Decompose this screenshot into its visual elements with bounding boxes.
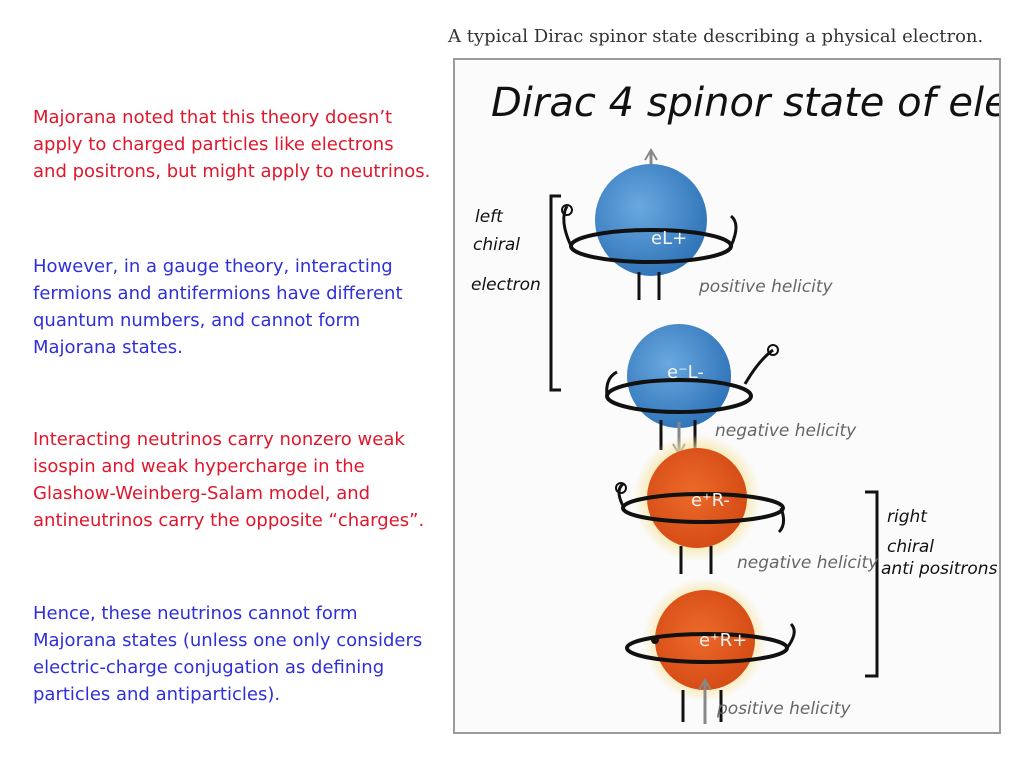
- right-bracket: [865, 490, 879, 678]
- left-group-line-1: left: [475, 207, 504, 227]
- right-group-line-1: right: [887, 507, 928, 527]
- drawing-title: Dirac 4 spinor state of electron: [491, 80, 999, 126]
- helicity-label-2: negative helicity: [715, 421, 857, 441]
- helicity-label-1: positive helicity: [698, 277, 833, 297]
- left-group-line-3: electron: [471, 275, 541, 295]
- paragraph-majorana: Majorana noted that this theory doesn’t …: [33, 107, 431, 182]
- particle-positron-right-negative: e⁺R- negative helicity: [615, 434, 879, 574]
- particle-positron-right-positive: e⁺R+ positive helicity: [625, 578, 851, 724]
- right-group-line-3: anti positrons: [881, 559, 998, 579]
- particle-label-3: e⁺R-: [691, 490, 730, 511]
- left-bracket: [549, 194, 561, 392]
- paragraph-conclusion: Hence, these neutrinos cannot form Major…: [33, 603, 423, 705]
- particle-label-1: eL+: [651, 228, 687, 249]
- paragraph-gauge-theory: However, in a gauge theory, interacting …: [33, 256, 403, 358]
- particle-electron-left-positive: eL+ positive helicity: [561, 148, 833, 300]
- paragraph-weak-isospin: Interacting neutrinos carry nonzero weak…: [33, 429, 425, 531]
- dirac-spinor-figure: Dirac 4 spinor state of electron left ch…: [453, 58, 1001, 734]
- particle-label-4: e⁺R+: [699, 630, 747, 651]
- left-group-line-2: chiral: [473, 235, 520, 255]
- helicity-label-4: positive helicity: [716, 699, 851, 719]
- particle-electron-left-negative: e⁻L- negative helicity: [605, 324, 857, 456]
- right-group-line-2: chiral: [887, 537, 934, 557]
- helicity-label-3: negative helicity: [737, 553, 879, 573]
- spinor-drawing: Dirac 4 spinor state of electron left ch…: [471, 80, 999, 724]
- figure-caption: A typical Dirac spinor state describing …: [448, 26, 984, 47]
- particle-label-2: e⁻L-: [667, 362, 704, 383]
